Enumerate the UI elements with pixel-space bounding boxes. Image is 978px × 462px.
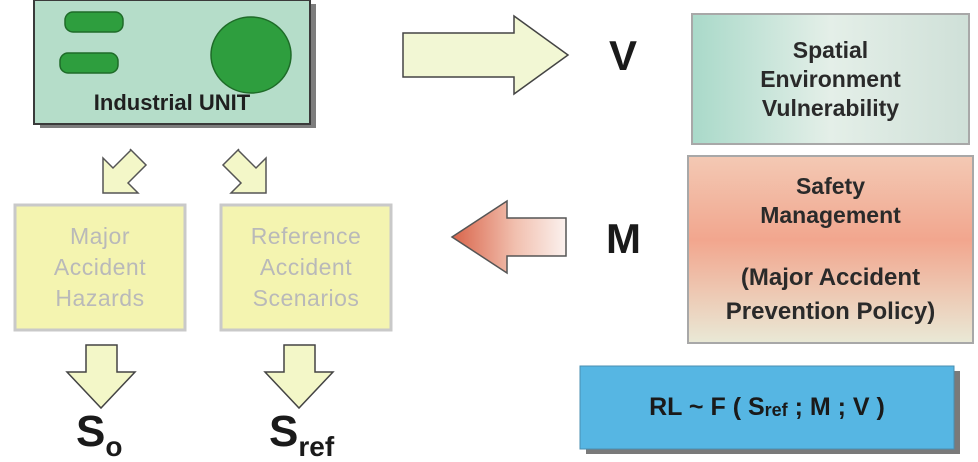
vulnerability-label: Spatial Environment Vulnerability bbox=[692, 14, 969, 144]
policy-label: (Major Accident Prevention Policy) bbox=[688, 255, 973, 335]
safety-management-label: Safety Management bbox=[688, 166, 973, 236]
m-letter: M bbox=[606, 215, 641, 262]
formula-sub: ref bbox=[764, 400, 788, 420]
sphere-tank-shape bbox=[210, 16, 292, 94]
vulnerability-line-2: Environment bbox=[760, 65, 901, 92]
hazards-line-3: Hazards bbox=[55, 285, 145, 311]
tank-shape-bottom bbox=[59, 52, 119, 74]
scenarios-line-2: Accident bbox=[259, 254, 353, 280]
tank-shape-top bbox=[64, 11, 124, 33]
safety-line-2: Management bbox=[760, 202, 901, 228]
safety-management-box bbox=[687, 155, 974, 344]
right-arrow-to-v bbox=[402, 14, 570, 96]
formula-before: RL ~ F ( S bbox=[649, 393, 765, 421]
policy-line-2: Prevention Policy) bbox=[725, 298, 936, 325]
formula-after: ; M ; V ) bbox=[787, 393, 885, 421]
policy-line-1: (Major Accident bbox=[740, 264, 921, 291]
scenarios-line-3: Scenarios bbox=[252, 285, 360, 311]
vulnerability-box bbox=[691, 13, 970, 145]
v-letter: V bbox=[609, 32, 638, 79]
scenarios-line-1: Reference bbox=[250, 223, 362, 249]
down-arrow-right bbox=[263, 344, 335, 410]
hazards-line-1: Major bbox=[69, 223, 130, 249]
vulnerability-line-3: Vulnerability bbox=[761, 94, 900, 121]
scenarios-label: Reference Accident Scenarios bbox=[221, 205, 391, 330]
safety-line-1: Safety bbox=[795, 173, 866, 199]
formula-box bbox=[579, 365, 955, 450]
diagonal-arrow-right bbox=[221, 148, 267, 194]
sref-label: Sref bbox=[269, 407, 335, 462]
hazards-line-2: Accident bbox=[53, 254, 147, 280]
diagonal-arrow-left bbox=[102, 148, 148, 194]
left-arrow-from-m bbox=[450, 199, 567, 275]
s0-label: So bbox=[76, 407, 123, 462]
hazards-box bbox=[13, 203, 187, 332]
scenarios-box bbox=[219, 203, 393, 332]
vulnerability-line-1: Spatial bbox=[792, 36, 869, 63]
industrial-unit-label: Industrial UNIT bbox=[93, 90, 251, 115]
hazards-label: Major Accident Hazards bbox=[15, 205, 185, 330]
down-arrow-left bbox=[65, 344, 137, 410]
